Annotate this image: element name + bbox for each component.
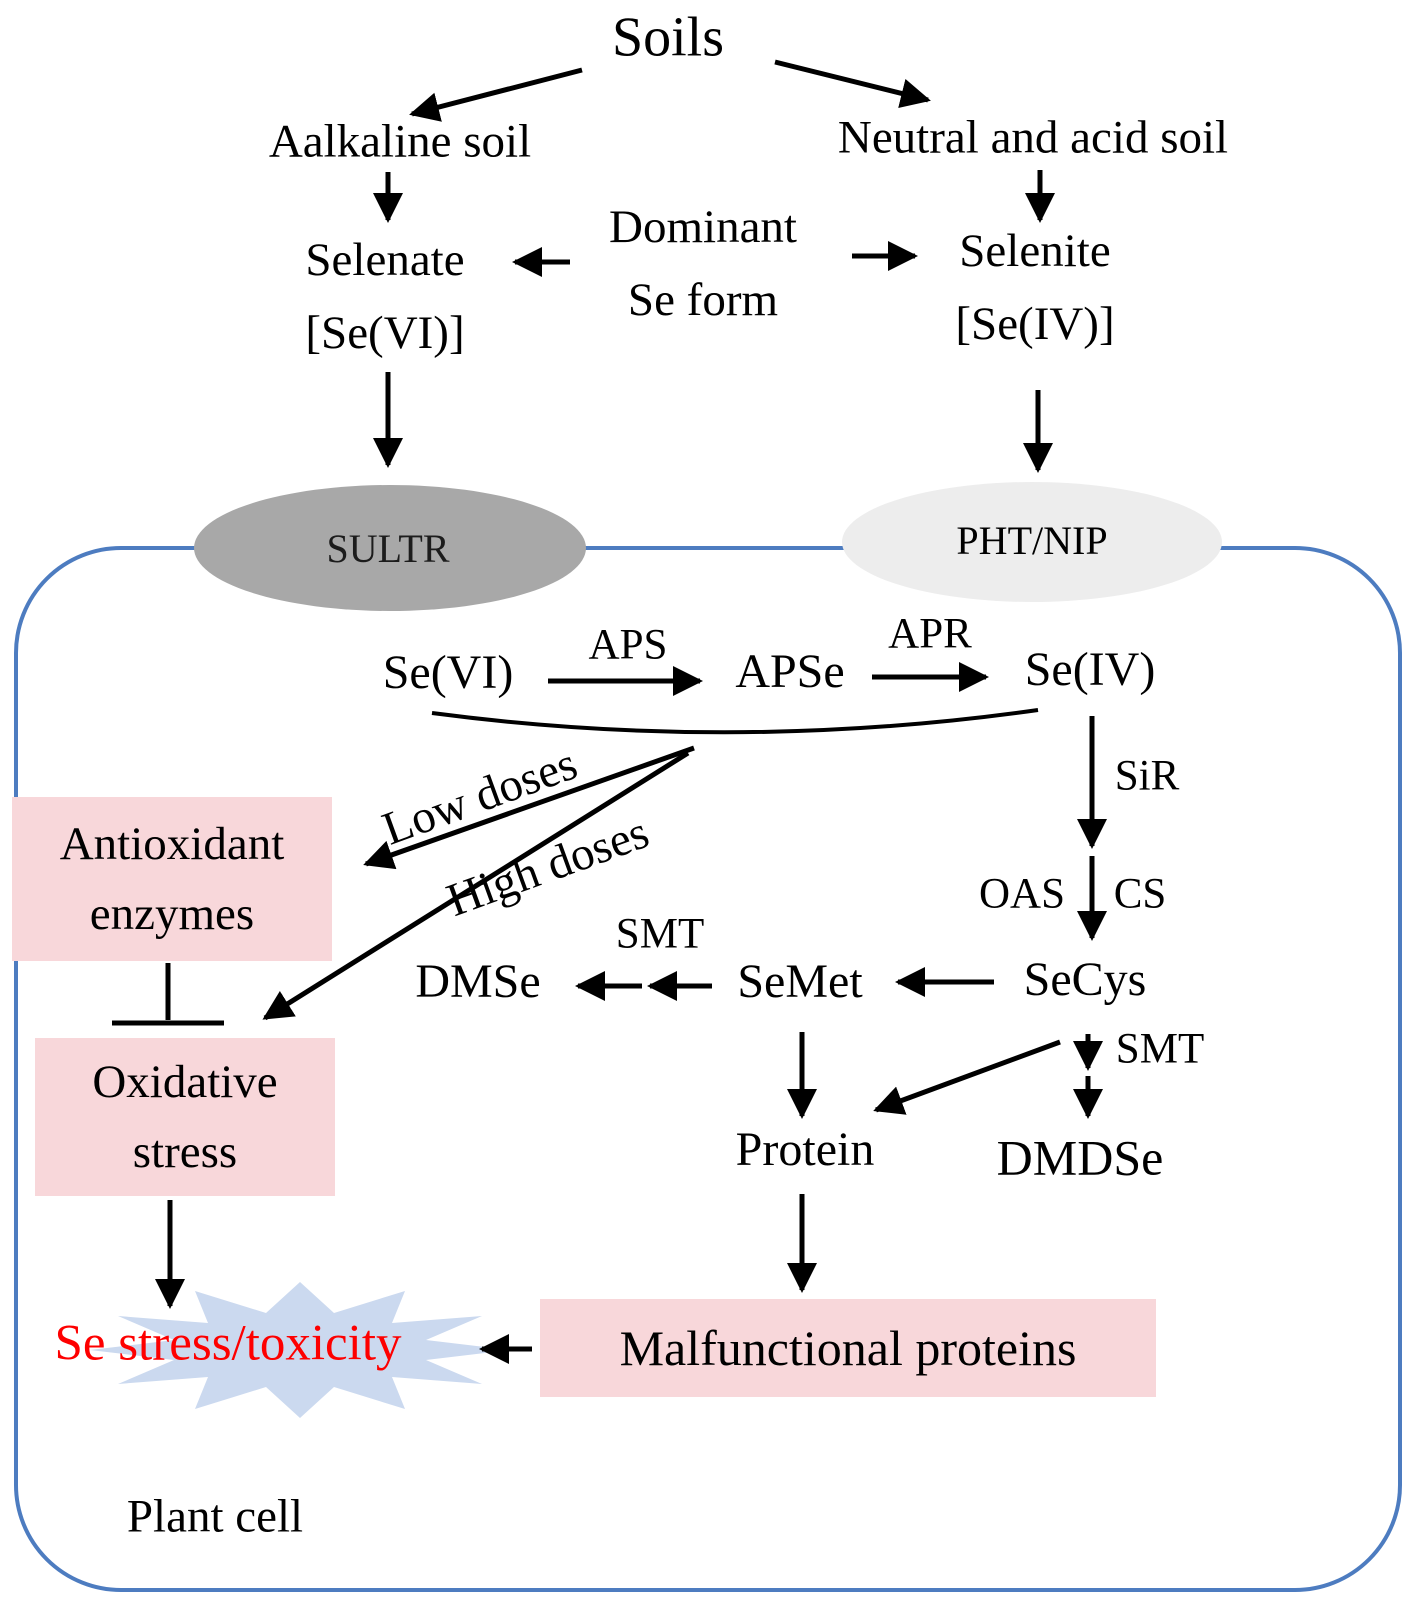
label-smt-left-enzyme: SMT bbox=[615, 910, 705, 958]
label-selenite-line1: Selenite bbox=[959, 225, 1111, 278]
antioxidant-enzymes-box: Antioxidant enzymes bbox=[12, 797, 332, 961]
antioxidant-enzymes-label-line1: Antioxidant bbox=[59, 817, 285, 870]
sultr-transporter-ellipse bbox=[194, 485, 586, 611]
oxidative-stress-box: Oxidative stress bbox=[35, 1038, 335, 1196]
arrow-group bbox=[112, 59, 1107, 1364]
antioxidant-enzymes-label-line2: enzymes bbox=[89, 888, 255, 940]
arrow-soils-to-neutral bbox=[774, 59, 931, 109]
label-dominant-line1: Dominant bbox=[609, 201, 797, 254]
label-alkaline-soil: Aalkaline soil bbox=[268, 115, 532, 168]
malfunctional-proteins-box: Malfunctional proteins bbox=[540, 1299, 1156, 1397]
label-selenate: Selenate [Se(VI)] bbox=[305, 224, 464, 370]
label-protein: Protein bbox=[735, 1122, 875, 1176]
label-neutral-acid-soil: Neutral and acid soil bbox=[837, 111, 1229, 164]
label-apr-enzyme: APR bbox=[888, 610, 972, 658]
label-selenate-line1: Selenate bbox=[305, 234, 465, 287]
label-plant-cell: Plant cell bbox=[126, 1490, 304, 1543]
label-dominant-line2: Se form bbox=[627, 274, 779, 326]
label-selenate-line2: [Se(VI)] bbox=[305, 307, 465, 359]
label-sultr: SULTR bbox=[326, 526, 450, 571]
arrow-secys-to-protein bbox=[873, 1039, 1061, 1115]
label-selenite: Selenite [Se(IV)] bbox=[955, 215, 1114, 361]
starburst-shape bbox=[90, 1282, 510, 1418]
label-dmse: DMSe bbox=[415, 954, 541, 1008]
oxidative-stress-label-line1: Oxidative bbox=[92, 1055, 278, 1108]
malfunctional-proteins-label: Malfunctional proteins bbox=[619, 1319, 1077, 1376]
arrow-low-doses bbox=[363, 745, 695, 870]
label-cs-enzyme: CS bbox=[1113, 870, 1167, 918]
label-secys: SeCys bbox=[1023, 952, 1147, 1006]
label-se-stress-toxicity: Se stress/toxicity bbox=[54, 1315, 402, 1372]
label-pht-nip: PHT/NIP bbox=[956, 518, 1108, 563]
oxidative-stress-label-line2: stress bbox=[132, 1126, 238, 1178]
label-aps-enzyme: APS bbox=[588, 621, 668, 669]
label-se-iv: Se(IV) bbox=[1024, 642, 1156, 696]
label-dmdse: DMDSe bbox=[996, 1129, 1164, 1186]
label-apse: APSe bbox=[735, 644, 845, 698]
label-oas: OAS bbox=[978, 870, 1066, 918]
pathway-brace-curve bbox=[431, 708, 1039, 735]
label-smt-right-enzyme: SMT bbox=[1115, 1025, 1205, 1073]
label-soils: Soils bbox=[611, 6, 725, 69]
label-dominant-se-form: Dominant Se form bbox=[609, 191, 797, 337]
arrow-soils-to-alkaline bbox=[409, 67, 583, 122]
arrow-high-doses bbox=[262, 750, 690, 1021]
label-selenite-line2: [Se(IV)] bbox=[955, 298, 1115, 350]
label-se-vi: Se(VI) bbox=[382, 645, 514, 699]
label-sir-enzyme: SiR bbox=[1114, 752, 1180, 800]
pht-nip-transporter-ellipse bbox=[842, 482, 1222, 602]
label-semet: SeMet bbox=[737, 954, 863, 1008]
